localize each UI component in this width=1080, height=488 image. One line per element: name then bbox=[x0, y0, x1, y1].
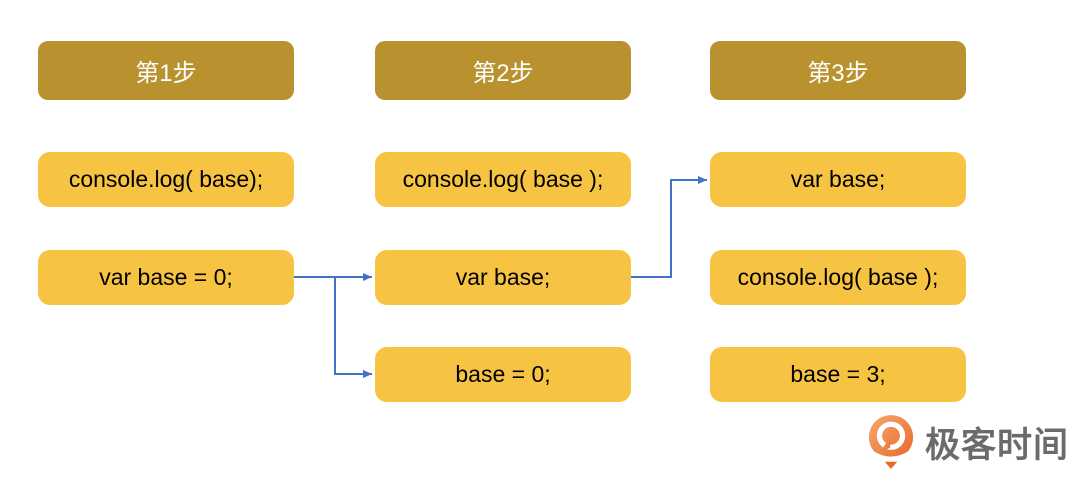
step-2-header: 第2步 bbox=[375, 41, 631, 100]
step3-code-base-3: base = 3; bbox=[710, 347, 966, 402]
step-1-header: 第1步 bbox=[38, 41, 294, 100]
arrow-step2-to-step3-varbase bbox=[631, 176, 707, 278]
geektime-logo: 极客时间 bbox=[866, 414, 1069, 470]
step2-code-console-log: console.log( base ); bbox=[375, 152, 631, 207]
geektime-logo-text: 极客时间 bbox=[925, 425, 1070, 465]
step2-code-base-0: base = 0; bbox=[375, 347, 631, 402]
step1-code-console-log: console.log( base); bbox=[38, 152, 294, 207]
step2-code-var-base: var base; bbox=[375, 250, 631, 305]
step3-code-console-log: console.log( base ); bbox=[710, 250, 966, 305]
arrow-step1-to-step2-base0 bbox=[334, 277, 372, 378]
step3-code-var-base: var base; bbox=[710, 152, 966, 207]
geektime-q-pin-icon bbox=[868, 415, 914, 469]
step1-code-var-base-0: var base = 0; bbox=[38, 250, 294, 305]
step-3-header: 第3步 bbox=[710, 41, 966, 100]
